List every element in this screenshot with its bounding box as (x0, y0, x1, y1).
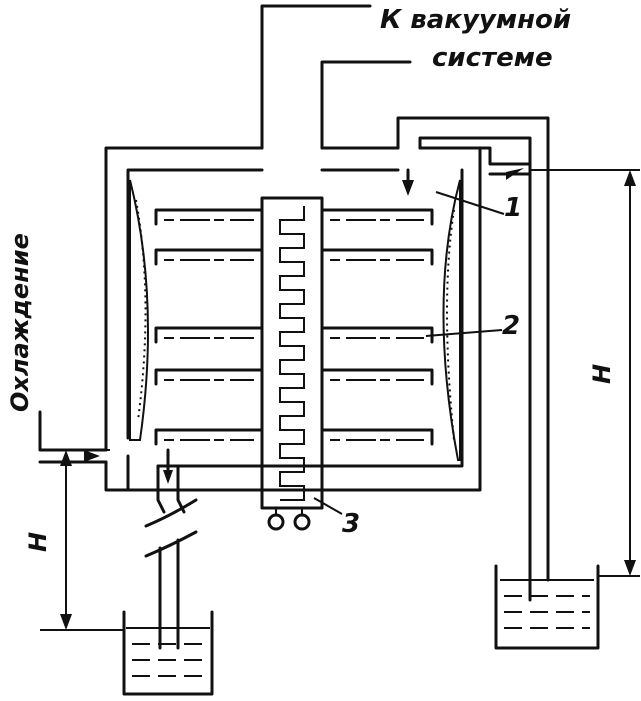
feed-pipe-right (396, 116, 550, 602)
condensate-left (129, 179, 149, 441)
tray-left (154, 368, 264, 386)
drain-pipe-left (144, 448, 198, 650)
trays-right (320, 208, 434, 446)
reservoir-left (122, 610, 214, 696)
cooling-label: Охлаждение (6, 233, 34, 412)
tray-left (154, 326, 264, 344)
chamber-inner-wall (126, 168, 464, 492)
heater-column (260, 196, 324, 531)
vacuum-label-line1: К вакуумной (380, 5, 571, 35)
tray-left (154, 248, 264, 266)
height-dimension-left (40, 449, 124, 631)
cooling-inlet (38, 410, 108, 464)
tray-left (154, 428, 264, 446)
callout-3: 3 (342, 509, 360, 539)
tray-left (154, 208, 264, 226)
height-label-left: H (24, 532, 52, 552)
tray-right (320, 428, 434, 446)
tray-right (320, 208, 434, 226)
reservoir-right (494, 564, 600, 650)
chamber-outer-wall (104, 146, 482, 492)
trays-left (154, 208, 264, 446)
callout-1: 1 (504, 193, 522, 223)
tray-right (320, 326, 434, 344)
height-dimension-right (530, 169, 640, 577)
callout-2: 2 (502, 311, 520, 341)
height-label-right: H (588, 364, 616, 384)
leader-lines (313, 191, 505, 515)
vacuum-pipe (260, 4, 412, 150)
tray-right (320, 368, 434, 386)
tray-right (320, 248, 434, 266)
condensate-right (442, 179, 461, 461)
vacuum-label-line2: системе (432, 43, 553, 73)
